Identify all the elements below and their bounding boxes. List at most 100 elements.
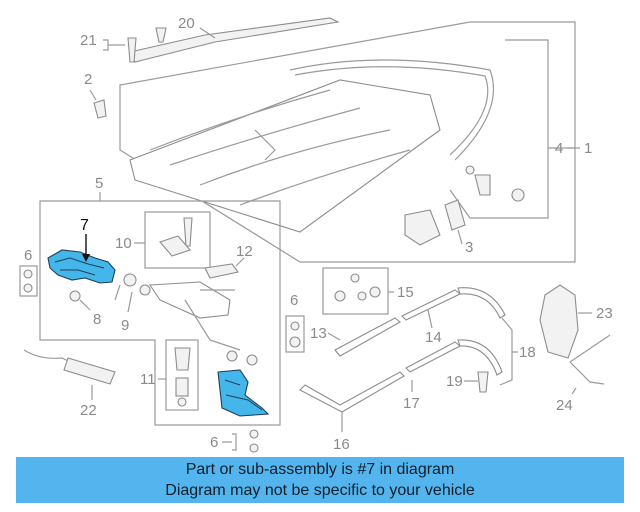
leader-20 xyxy=(199,27,216,39)
callout-6-bottom: 6 xyxy=(210,434,218,451)
bolt-9a xyxy=(123,273,137,287)
callout-21: 21 xyxy=(80,32,97,49)
washer-6-left-b xyxy=(23,283,33,293)
strip-17 xyxy=(405,341,462,373)
callout-13: 13 xyxy=(310,325,327,342)
bracket-11 xyxy=(174,347,191,371)
info-banner: Part or sub-assembly is #7 in diagram Di… xyxy=(16,457,624,503)
hinge-part-7-detail xyxy=(54,257,105,276)
hinge-part-7 xyxy=(47,249,116,284)
leader-12 xyxy=(235,257,245,267)
washer-8 xyxy=(69,290,81,302)
bracket-10 xyxy=(159,235,191,257)
hinge-part-7-lower-detail xyxy=(224,379,263,411)
bolt-b xyxy=(246,354,258,366)
leader-24 xyxy=(571,387,577,395)
bolt-a xyxy=(226,350,238,362)
callout-6-left: 6 xyxy=(24,247,32,264)
bracket-9 xyxy=(114,284,133,313)
header-strip-20 xyxy=(129,17,340,63)
strip-18-lower xyxy=(457,339,503,376)
leader-14 xyxy=(427,309,433,329)
top-bow-2 xyxy=(169,107,361,166)
cable-22 xyxy=(23,349,71,363)
leader-13 xyxy=(327,332,341,341)
callout-9: 9 xyxy=(121,317,129,334)
washer-6-bottom-a xyxy=(249,429,259,439)
leader-7-arrow xyxy=(82,254,90,262)
leader-2 xyxy=(89,89,97,101)
bolt-21 xyxy=(127,37,137,63)
strap-12 xyxy=(204,263,239,279)
grommet-part xyxy=(511,188,525,202)
box-11 xyxy=(165,339,199,411)
bracket-23 xyxy=(539,284,579,359)
callout-1: 1 xyxy=(584,140,592,157)
strip-13 xyxy=(334,317,401,357)
callout-3: 3 xyxy=(465,239,473,256)
rod-24 xyxy=(569,334,611,385)
callout-23: 23 xyxy=(596,305,613,322)
fastener-2 xyxy=(93,99,107,119)
callout-2: 2 xyxy=(84,71,92,88)
clip-part xyxy=(465,165,475,175)
callout-7: 7 xyxy=(80,217,89,234)
callout-15: 15 xyxy=(397,284,414,301)
top-seal-inner xyxy=(294,66,489,156)
bracket-21 xyxy=(103,39,125,51)
fastener-15-c xyxy=(357,291,367,301)
latch-plate-3 xyxy=(444,199,466,231)
assembly-frame-outline xyxy=(119,21,576,263)
top-link xyxy=(254,129,276,161)
callout-24: 24 xyxy=(556,397,573,414)
washer-6-middle-b xyxy=(289,336,301,348)
bracket-6-left xyxy=(19,265,38,297)
callout-11: 11 xyxy=(140,371,156,388)
group-5-box xyxy=(39,200,281,426)
box-15 xyxy=(322,267,389,315)
latch-3 xyxy=(404,209,441,246)
mechanism-arm xyxy=(149,281,231,319)
bracket-part xyxy=(474,174,491,196)
parts-diagram: 4 1 3 20 21 2 5 7 6 8 9 xyxy=(19,15,613,453)
bracket-6-middle xyxy=(285,315,305,353)
callout-18: 18 xyxy=(519,344,536,361)
callout-4: 4 xyxy=(555,140,563,157)
callout-6-middle: 6 xyxy=(290,292,298,309)
bracket-18 xyxy=(499,317,513,386)
callout-12: 12 xyxy=(236,243,253,260)
callout-17: 17 xyxy=(403,395,420,412)
washer-6-left-a xyxy=(23,269,33,279)
callout-20: 20 xyxy=(178,15,195,32)
callout-14: 14 xyxy=(425,329,442,346)
nut-11 xyxy=(177,397,187,407)
leader-8 xyxy=(79,299,91,311)
banner-line-1: Part or sub-assembly is #7 in diagram xyxy=(185,461,455,478)
bracket-6-bottom xyxy=(222,433,237,451)
box-10 xyxy=(144,211,211,269)
bolt-9b xyxy=(139,284,151,296)
strip-16 xyxy=(299,371,405,413)
callout-5: 5 xyxy=(95,175,103,192)
screw-21 xyxy=(155,27,167,43)
callout-10: 10 xyxy=(115,235,132,252)
fastener-19 xyxy=(477,371,489,393)
top-bow-3 xyxy=(199,129,391,186)
callout-16: 16 xyxy=(333,436,350,453)
fastener-15-d xyxy=(369,286,381,298)
mechanism-link xyxy=(184,289,241,351)
washer-6-bottom-b xyxy=(249,443,259,453)
top-seal-outer xyxy=(289,59,494,161)
callout-19: 19 xyxy=(446,373,463,390)
spring-11 xyxy=(175,377,189,397)
top-bow-1 xyxy=(149,89,331,151)
stud-10 xyxy=(183,217,193,247)
callout-8: 8 xyxy=(93,311,101,328)
callout-22: 22 xyxy=(80,402,97,419)
banner-line-2: Diagram may not be specific to your vehi… xyxy=(165,482,475,499)
sub-frame-4 xyxy=(449,39,549,219)
top-bow-4 xyxy=(239,149,411,206)
fastener-15-b xyxy=(334,290,346,302)
strip-18-upper xyxy=(457,287,506,319)
washer-6-middle-a xyxy=(290,321,300,331)
